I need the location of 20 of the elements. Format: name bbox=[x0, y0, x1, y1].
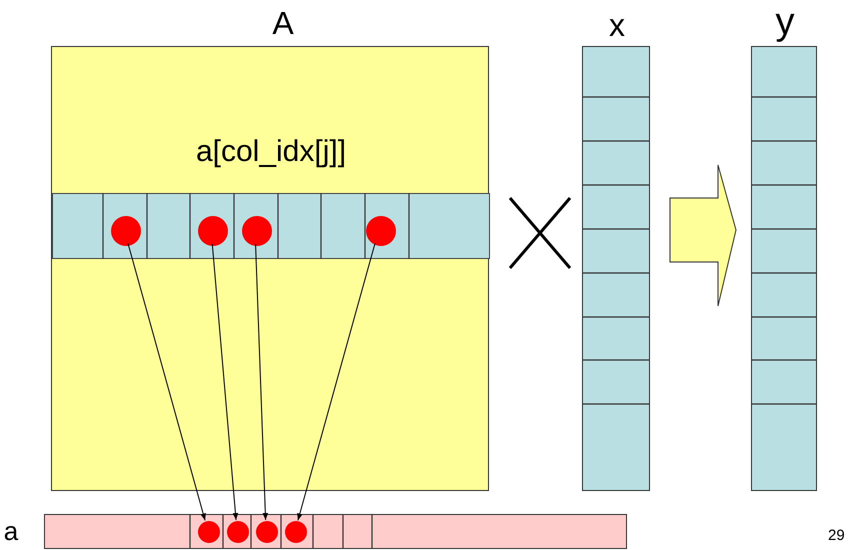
vector-label: y bbox=[774, 3, 796, 41]
vector-label: x bbox=[608, 9, 626, 41]
row-label: a[col_idx[j]] bbox=[194, 137, 348, 167]
matrix-label: A bbox=[271, 7, 295, 39]
dot bbox=[366, 216, 396, 246]
dot bbox=[198, 521, 220, 543]
page-number: 29 bbox=[828, 527, 845, 544]
arrow bbox=[297, 242, 376, 521]
dot bbox=[256, 521, 278, 543]
dot bbox=[242, 216, 272, 246]
dot bbox=[198, 216, 228, 246]
dot bbox=[227, 521, 249, 543]
block-arrow bbox=[670, 164, 737, 306]
row-band bbox=[52, 193, 490, 259]
arrow bbox=[128, 242, 206, 521]
arrow bbox=[212, 243, 238, 521]
arrow bbox=[255, 244, 268, 520]
dot bbox=[285, 521, 307, 543]
dot bbox=[111, 216, 141, 246]
array-label: a bbox=[2, 518, 20, 544]
